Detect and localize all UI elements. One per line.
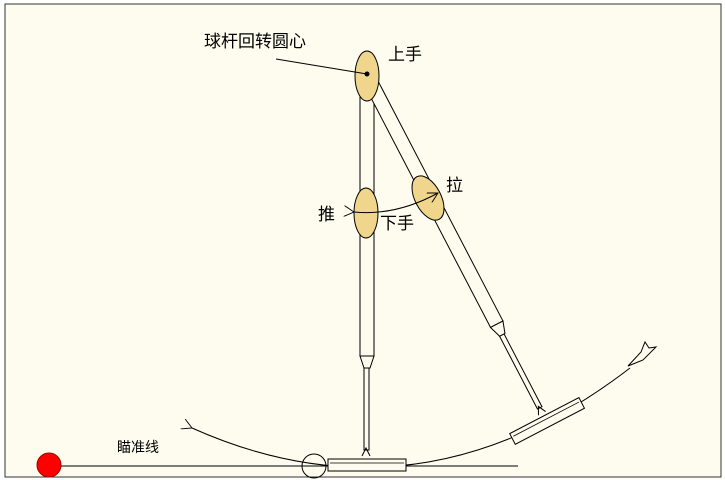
shaft xyxy=(363,367,370,451)
aim-line-label: 瞄准线 xyxy=(117,440,159,456)
arc-end-marker xyxy=(627,340,658,367)
putter-head xyxy=(327,458,407,472)
upper-hand-label: 上手 xyxy=(388,45,422,65)
ball-outline xyxy=(301,453,327,479)
pivot-leader xyxy=(275,58,368,75)
pull-label: 拉 xyxy=(446,176,463,196)
ball xyxy=(36,452,62,478)
ferrule xyxy=(359,355,375,369)
push-label: 推 xyxy=(318,205,335,225)
lower-hand-label: 下手 xyxy=(380,214,414,234)
pivot-label: 球杆回转圆心 xyxy=(204,32,306,52)
push-pull-arrow xyxy=(354,193,438,213)
